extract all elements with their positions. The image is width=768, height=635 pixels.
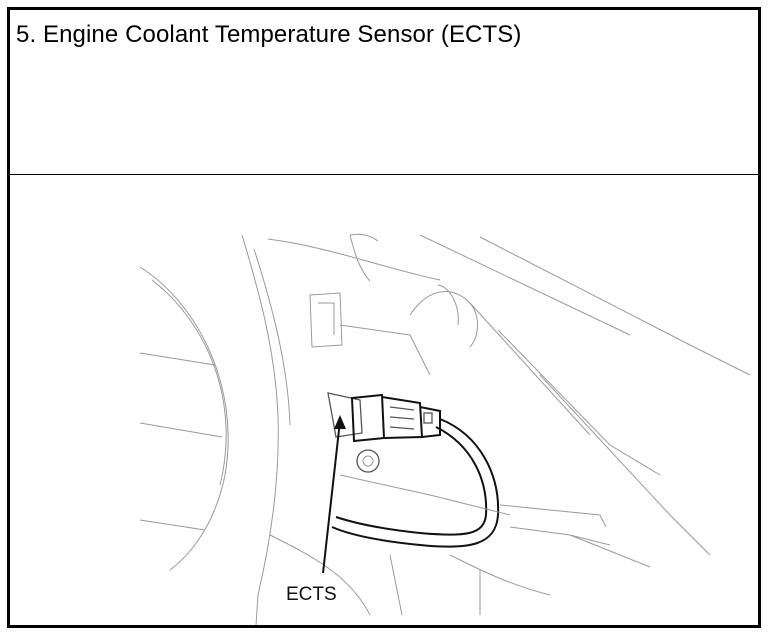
lower-structure-lines <box>269 474 651 616</box>
sensor-connector <box>327 392 441 443</box>
procedure-frame: 5. Engine Coolant Temperature Sensor (EC… <box>7 7 761 628</box>
callout-leader-line <box>322 420 341 574</box>
upper-structure-lines <box>267 233 751 556</box>
wiring-harness <box>331 418 500 548</box>
page-title: 5. Engine Coolant Temperature Sensor (EC… <box>16 21 522 48</box>
engine-housing-lines <box>139 234 291 625</box>
header-cell: 5. Engine Coolant Temperature Sensor (EC… <box>10 10 758 175</box>
ects-illustration: ECTS <box>139 233 751 625</box>
ects-callout: ECTS <box>286 415 346 605</box>
illustration-cell: ECTS <box>10 175 758 625</box>
ects-label: ECTS <box>286 584 337 605</box>
mounting-bolt <box>356 449 380 473</box>
callout-arrowhead <box>334 415 346 429</box>
